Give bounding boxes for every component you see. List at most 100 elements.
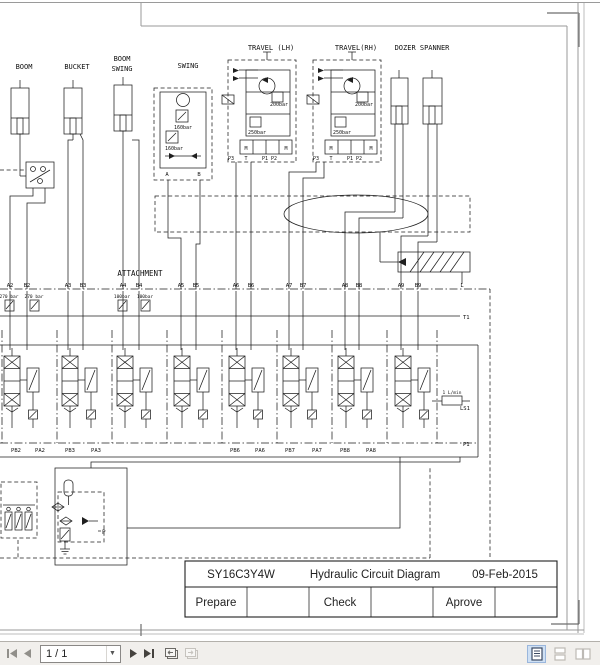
next-page-icon <box>130 649 137 658</box>
pump-port-p: P <box>102 529 106 536</box>
relief-270bar-2: 270 bar <box>25 294 44 300</box>
sheet-frame <box>0 2 600 636</box>
travel-rh-m-left: M <box>329 146 332 152</box>
work-port-strip: A2 B2 A3 B3 A4 B4 A5 B5 A6 B6 A7 B7 A8 B… <box>0 283 491 558</box>
label-bucket: BUCKET <box>64 63 90 71</box>
ls-orifice: 1 L/min LS1 <box>432 390 470 412</box>
port-pb6: PB6 <box>230 448 240 454</box>
next-view-button[interactable] <box>184 645 199 663</box>
first-page-icon <box>7 649 17 658</box>
port-a5: A5 <box>178 283 185 289</box>
port-b5: B5 <box>193 283 200 289</box>
schematic-canvas: BOOM BUCKET BOOM SWING SWING TRAVEL (LH)… <box>0 0 600 641</box>
section-labels: BOOM BUCKET BOOM SWING SWING TRAVEL (LH)… <box>16 44 451 278</box>
next-page-button[interactable] <box>126 645 141 663</box>
swing-port-a: A <box>165 172 169 178</box>
boom-swing-cylinder <box>113 77 140 289</box>
travel-rh-m-right: M <box>369 146 372 152</box>
title-block-prepare: Prepare <box>196 597 237 609</box>
port-pa7: PA7 <box>312 448 322 454</box>
label-boom: BOOM <box>16 63 33 71</box>
page-number-input[interactable]: 1 / 1 ▼ <box>40 644 121 663</box>
port-pb7: PB7 <box>285 448 295 454</box>
travel-lh-port-t: T <box>244 156 247 162</box>
label-travel-lh: TRAVEL (LH) <box>248 44 294 52</box>
dozer-cylinder <box>344 70 409 289</box>
last-page-button[interactable] <box>141 645 156 663</box>
swing-relief1-value: 160bar <box>174 125 192 131</box>
previous-page-button[interactable] <box>20 645 35 663</box>
port-pa6: PA6 <box>255 448 265 454</box>
hatched-cartridge-valve <box>379 232 471 284</box>
label-swing: SWING <box>177 62 198 70</box>
page-dropdown-caret[interactable]: ▼ <box>106 645 118 662</box>
port-relief-valves: 270 bar 270 bar 100bar 100bar <box>0 294 154 312</box>
facing-pages-view-button[interactable] <box>573 645 592 663</box>
first-page-button[interactable] <box>5 645 20 663</box>
continuous-view-button[interactable] <box>550 645 569 663</box>
port-ls1: LS1 <box>460 406 470 412</box>
port-b3: B3 <box>80 283 87 289</box>
swing-port-b: B <box>197 172 201 178</box>
travel-lh-m-left: M <box>244 146 247 152</box>
title-block-approve: Aprove <box>446 597 482 609</box>
page-background <box>0 0 600 641</box>
travel-rh-relief2: 250bar <box>333 130 351 136</box>
title-block-model: SY16C3Y4W <box>207 569 275 581</box>
port-pa2: PA2 <box>35 448 45 454</box>
travel-rh-port-p1: P1 <box>347 156 353 162</box>
port-pb8: PB8 <box>340 448 350 454</box>
page-view-mode-group <box>527 644 592 663</box>
travel-rh-port-p3: P3 <box>313 156 319 162</box>
travel-rh-block: 200bar 250bar M M P3 T P1 P2 <box>288 51 382 289</box>
swing-relief2-value: 160bar <box>165 146 183 152</box>
boom-cylinder <box>0 80 55 289</box>
relief-270bar-1: 270 bar <box>0 294 19 300</box>
relief-100bar-2: 100bar <box>137 294 154 300</box>
label-travel-rh: TRAVEL(RH) <box>335 44 377 52</box>
port-a2: A2 <box>7 283 14 289</box>
page-indicator-text: 1 / 1 <box>46 647 68 660</box>
label-attachment: ATTACHMENT <box>117 269 163 278</box>
port-p1: P1 <box>463 442 470 448</box>
port-b6: B6 <box>248 283 255 289</box>
port-drop-lines <box>9 291 419 350</box>
port-pb2: PB2 <box>11 448 21 454</box>
relief-100bar-1: 100bar <box>114 294 131 300</box>
title-block-check: Check <box>324 597 357 609</box>
travel-lh-block: 200bar 250bar M M P3 T P1 P2 <box>221 51 297 289</box>
travel-lh-relief1: 200bar <box>270 102 288 108</box>
swing-motor-block: 160bar 160bar A B <box>153 87 213 289</box>
port-a8: A8 <box>342 283 349 289</box>
pdf-page: BOOM BUCKET BOOM SWING SWING TRAVEL (LH)… <box>0 0 600 641</box>
travel-lh-port-p2: P2 <box>271 156 277 162</box>
port-b2: B2 <box>24 283 31 289</box>
previous-view-icon <box>165 648 178 659</box>
previous-view-button[interactable] <box>164 645 179 663</box>
travel-rh-port-t: T <box>329 156 332 162</box>
port-b4: B4 <box>136 283 143 289</box>
last-page-icon <box>144 649 154 658</box>
facing-pages-view-icon <box>574 647 591 660</box>
travel-lh-relief2: 250bar <box>248 130 266 136</box>
travel-lh-m-right: M <box>284 146 287 152</box>
port-pa8: PA8 <box>366 448 376 454</box>
port-pa3: PA3 <box>91 448 101 454</box>
pump-supply-unit: P <box>0 457 461 566</box>
port-a4: A4 <box>120 283 127 289</box>
title-block: SY16C3Y4W Hydraulic Circuit Diagram 09-F… <box>184 560 558 618</box>
port-l: L <box>460 283 464 289</box>
port-pb3: PB3 <box>65 448 75 454</box>
port-a9: A9 <box>398 283 405 289</box>
label-boom-swing-2: SWING <box>111 65 132 73</box>
label-dozer-spanner: DOZER SPANNER <box>395 44 451 52</box>
pilot-control-unit <box>0 481 38 558</box>
port-b9: B9 <box>415 283 422 289</box>
travel-rh-port-p2: P2 <box>356 156 362 162</box>
spanner-cylinder <box>400 70 443 289</box>
main-valve-bank: T1 <box>0 291 479 458</box>
port-b7: B7 <box>300 283 307 289</box>
travel-lh-port-p3: P3 <box>228 156 234 162</box>
port-a3: A3 <box>65 283 72 289</box>
single-page-view-button[interactable] <box>527 644 546 663</box>
